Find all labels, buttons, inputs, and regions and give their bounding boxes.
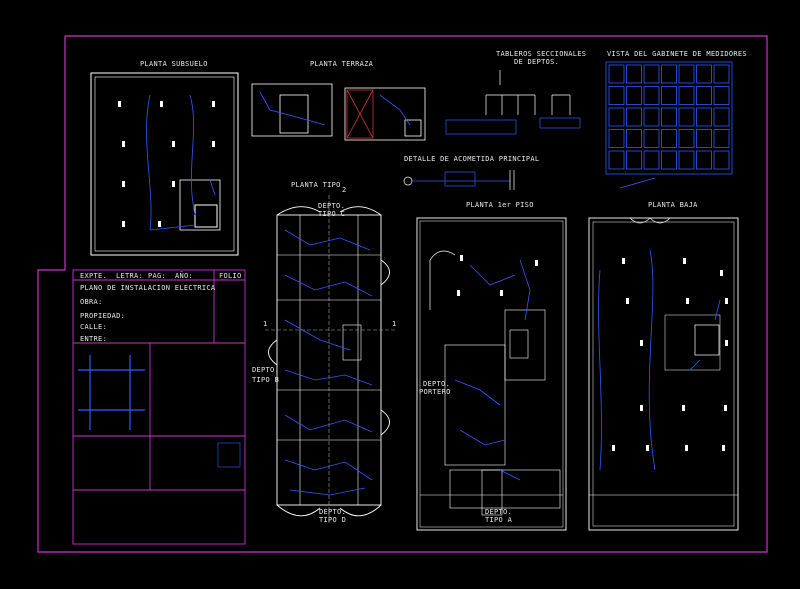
tb-letra: LETRA: bbox=[116, 272, 144, 280]
meter-cell bbox=[661, 129, 677, 148]
plan-baja bbox=[588, 217, 739, 531]
meter-cell bbox=[608, 129, 625, 148]
meter-cell bbox=[661, 64, 677, 84]
title-gabinete: VISTA DEL GABINETE DE MEDIDORES bbox=[607, 50, 747, 58]
title-planta-terraza: PLANTA TERRAZA bbox=[310, 60, 374, 68]
meter-cell bbox=[608, 150, 625, 170]
plan-primer-piso bbox=[416, 217, 567, 531]
room-tipo-d-line2: TIPO D bbox=[319, 516, 347, 524]
title-planta-baja: PLANTA BAJA bbox=[648, 201, 698, 209]
gabinete-medidores bbox=[605, 61, 733, 189]
room-portero-line1: DEPTO. bbox=[423, 380, 451, 388]
meter-cell bbox=[713, 107, 730, 127]
room-tipo-a-line2: TIPO A bbox=[485, 516, 513, 524]
tb-expte: EXPTE. bbox=[80, 272, 108, 280]
meter-cell bbox=[626, 129, 642, 148]
tb-obra: OBRA: bbox=[80, 298, 103, 306]
title-planta-tipo: PLANTA TIPO bbox=[291, 181, 341, 189]
meter-cell bbox=[626, 107, 642, 127]
tb-calle: CALLE: bbox=[80, 323, 108, 331]
tb-plano: PLANO DE INSTALACION ELECTRICA bbox=[80, 284, 216, 292]
meter-cell bbox=[678, 107, 695, 127]
meter-cell bbox=[626, 150, 642, 170]
section-mark-top: 2 bbox=[342, 186, 347, 194]
tableros-diagram bbox=[445, 70, 581, 135]
meter-cell bbox=[678, 150, 695, 170]
room-tipo-a-line1: DEPTO. bbox=[485, 508, 513, 516]
room-portero-line2: PORTERO bbox=[419, 388, 451, 396]
room-tipo-d-line1: DEPTO. bbox=[319, 508, 347, 516]
meter-cell bbox=[713, 129, 730, 148]
meter-cell bbox=[626, 86, 642, 105]
room-tipo-c-line2: TIPO C bbox=[318, 210, 346, 218]
section-mark-left: 1 bbox=[263, 320, 268, 328]
meter-cell bbox=[626, 64, 642, 84]
meter-cell bbox=[643, 64, 660, 84]
section-mark-right: 1 bbox=[392, 320, 397, 328]
meter-cell bbox=[643, 150, 660, 170]
plan-tipo bbox=[265, 195, 395, 525]
title-tableros-line1: TABLEROS SECCIONALES bbox=[496, 50, 587, 58]
meter-cell bbox=[661, 150, 677, 170]
meter-cell bbox=[696, 150, 712, 170]
meter-cell bbox=[643, 86, 660, 105]
meter-cell bbox=[696, 107, 712, 127]
room-tipo-b-line2: TIPO B bbox=[252, 376, 280, 384]
tb-propiedad: PROPIEDAD: bbox=[80, 312, 126, 320]
plan-subsuelo bbox=[90, 72, 239, 256]
tb-anio: AÑO: bbox=[175, 272, 194, 280]
title-planta-primer-piso: PLANTA 1er PISO bbox=[466, 201, 534, 209]
title-block bbox=[72, 269, 246, 545]
title-planta-subsuelo: PLANTA SUBSUELO bbox=[140, 60, 208, 68]
room-tipo-c-line1: DEPTO. bbox=[318, 202, 346, 210]
plan-terraza bbox=[251, 83, 426, 141]
meter-cell bbox=[696, 64, 712, 84]
title-acometida: DETALLE DE ACOMETIDA PRINCIPAL bbox=[404, 155, 540, 163]
meter-cell bbox=[696, 129, 712, 148]
meter-cell bbox=[713, 86, 730, 105]
meter-cell bbox=[643, 129, 660, 148]
tb-pag: PAG: bbox=[148, 272, 167, 280]
meter-cell bbox=[678, 129, 695, 148]
meter-cell bbox=[713, 150, 730, 170]
meter-cell bbox=[713, 64, 730, 84]
tb-entre: ENTRE: bbox=[80, 335, 108, 343]
meter-cell bbox=[608, 64, 625, 84]
meter-cell bbox=[661, 86, 677, 105]
meter-cell bbox=[678, 86, 695, 105]
tb-folio: FOLIO bbox=[219, 272, 242, 280]
meter-cell bbox=[608, 107, 625, 127]
meter-cell bbox=[661, 107, 677, 127]
meter-cell bbox=[678, 64, 695, 84]
meter-cell bbox=[643, 107, 660, 127]
acometida-detail bbox=[403, 170, 515, 190]
meter-cell bbox=[696, 86, 712, 105]
sheet-frame bbox=[37, 35, 768, 553]
title-tableros-line2: DE DEPTOS. bbox=[514, 58, 560, 66]
meter-cell bbox=[608, 86, 625, 105]
room-tipo-b-line1: DEPTO. bbox=[252, 366, 280, 374]
